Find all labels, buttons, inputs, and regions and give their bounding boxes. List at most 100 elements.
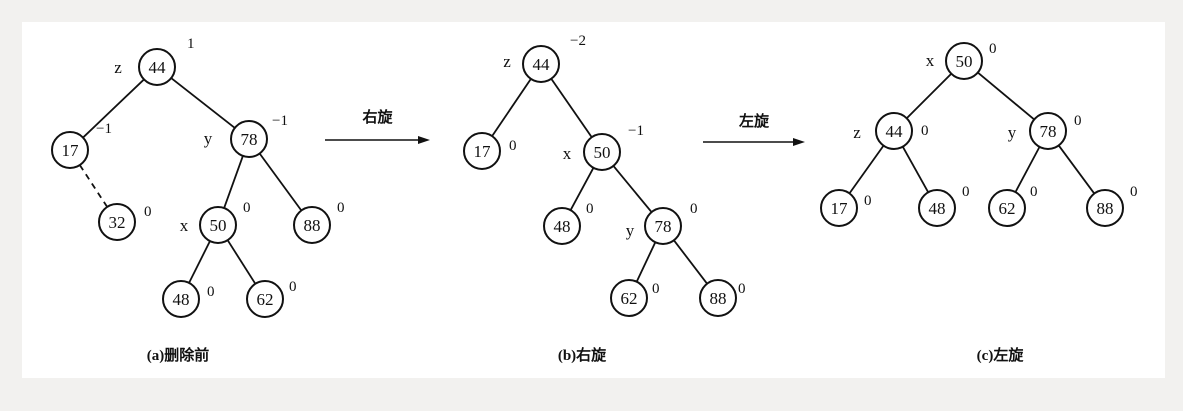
balance-factor: 0: [690, 201, 698, 217]
node-key: 88: [304, 216, 321, 235]
tree-edge: [550, 78, 593, 138]
tree-node-circle: [463, 132, 501, 170]
node-key: 62: [257, 290, 274, 309]
balance-factor: 0: [1030, 184, 1038, 200]
tree-edge: [1014, 146, 1041, 193]
node-key: 44: [533, 55, 551, 74]
tree-node-circle: [583, 133, 621, 171]
arrow-label: 右旋: [362, 108, 393, 126]
balance-factor: 0: [586, 201, 594, 217]
balance-factor: 0: [337, 200, 345, 216]
tree-node-circle: [918, 189, 956, 227]
figure-panel: [22, 22, 1165, 378]
node-tag-label: x: [563, 144, 572, 163]
node-tag-label: z: [853, 123, 861, 142]
node-key: 50: [594, 143, 611, 162]
node-key: 62: [999, 199, 1016, 218]
tree-edge: [170, 77, 236, 129]
node-key: 50: [956, 52, 973, 71]
tree-node-circle: [945, 42, 983, 80]
node-key: 78: [1040, 122, 1057, 141]
tree-node-circle: [988, 189, 1026, 227]
dashed-tree-edge: [79, 164, 108, 208]
node-tag-label: z: [114, 58, 122, 77]
tree-edge: [906, 73, 952, 119]
node-key: 48: [554, 217, 571, 236]
tree-edge: [491, 78, 532, 137]
balance-factor: 0: [1074, 113, 1082, 129]
node-key: 88: [710, 289, 727, 308]
panel-caption: (b)右旋: [558, 346, 607, 364]
node-key: 62: [621, 289, 638, 308]
tree-edge: [977, 71, 1035, 121]
tree-node-circle: [543, 207, 581, 245]
tree-edge: [226, 239, 257, 285]
node-key: 48: [173, 290, 190, 309]
node-key: 17: [474, 142, 492, 161]
arrow-head-icon: [793, 138, 805, 146]
balance-factor: 0: [1130, 184, 1138, 200]
tree-edge: [848, 145, 885, 194]
balance-factor: 0: [509, 138, 517, 154]
node-key: 32: [109, 213, 126, 232]
tree-node-circle: [162, 280, 200, 318]
tree-edge: [612, 165, 653, 213]
tree-node-circle: [246, 280, 284, 318]
balance-factor: −2: [570, 33, 586, 49]
balance-factor: 0: [864, 193, 872, 209]
tree-node-circle: [522, 45, 560, 83]
node-tag-label: x: [180, 216, 189, 235]
node-key: 78: [655, 217, 672, 236]
tree-node-circle: [230, 120, 268, 158]
tree-node-circle: [644, 207, 682, 245]
tree-node-circle: [199, 206, 237, 244]
balance-factor: −1: [96, 121, 112, 137]
tree-edge: [901, 146, 930, 193]
tree-node-circle: [1086, 189, 1124, 227]
balance-factor: 0: [289, 279, 297, 295]
balance-factor: 0: [962, 184, 970, 200]
node-tag-label: z: [503, 52, 511, 71]
node-tag-label: y: [626, 221, 635, 240]
node-key: 44: [886, 122, 904, 141]
balance-factor: −1: [628, 123, 644, 139]
tree-node-circle: [820, 189, 858, 227]
node-tag-label: y: [204, 129, 213, 148]
panel-caption: (c)左旋: [977, 346, 1025, 364]
node-key: 17: [62, 141, 80, 160]
tree-node-circle: [875, 112, 913, 150]
node-key: 44: [149, 58, 167, 77]
tree-node-circle: [699, 279, 737, 317]
balance-factor: 0: [144, 204, 152, 220]
tree-node-circle: [138, 48, 176, 86]
balance-factor: 0: [738, 281, 746, 297]
node-tag-label: x: [926, 51, 935, 70]
tree-node-circle: [610, 279, 648, 317]
balance-factor: 0: [989, 41, 997, 57]
tree-edge: [82, 78, 145, 139]
tree-node-circle: [98, 203, 136, 241]
tree-edge: [673, 239, 708, 285]
balance-factor: 0: [207, 284, 215, 300]
balance-factor: 1: [187, 36, 195, 52]
tree-edge: [1057, 144, 1096, 195]
node-tag-label: y: [1008, 123, 1017, 142]
balance-factor: 0: [921, 123, 929, 139]
tree-edge: [188, 240, 211, 284]
tree-node-circle: [1029, 112, 1067, 150]
node-key: 48: [929, 199, 946, 218]
tree-edge: [258, 152, 303, 212]
panel-caption: (a)删除前: [147, 346, 210, 364]
balance-factor: −1: [272, 113, 288, 129]
arrow-head-icon: [418, 136, 430, 144]
node-key: 88: [1097, 199, 1114, 218]
arrow-label: 左旋: [738, 112, 770, 130]
balance-factor: 0: [652, 281, 660, 297]
node-key: 17: [831, 199, 849, 218]
tree-edge: [223, 155, 244, 209]
node-key: 50: [210, 216, 227, 235]
tree-edge: [635, 241, 657, 283]
balance-factor: 0: [243, 200, 251, 216]
node-key: 78: [241, 130, 258, 149]
